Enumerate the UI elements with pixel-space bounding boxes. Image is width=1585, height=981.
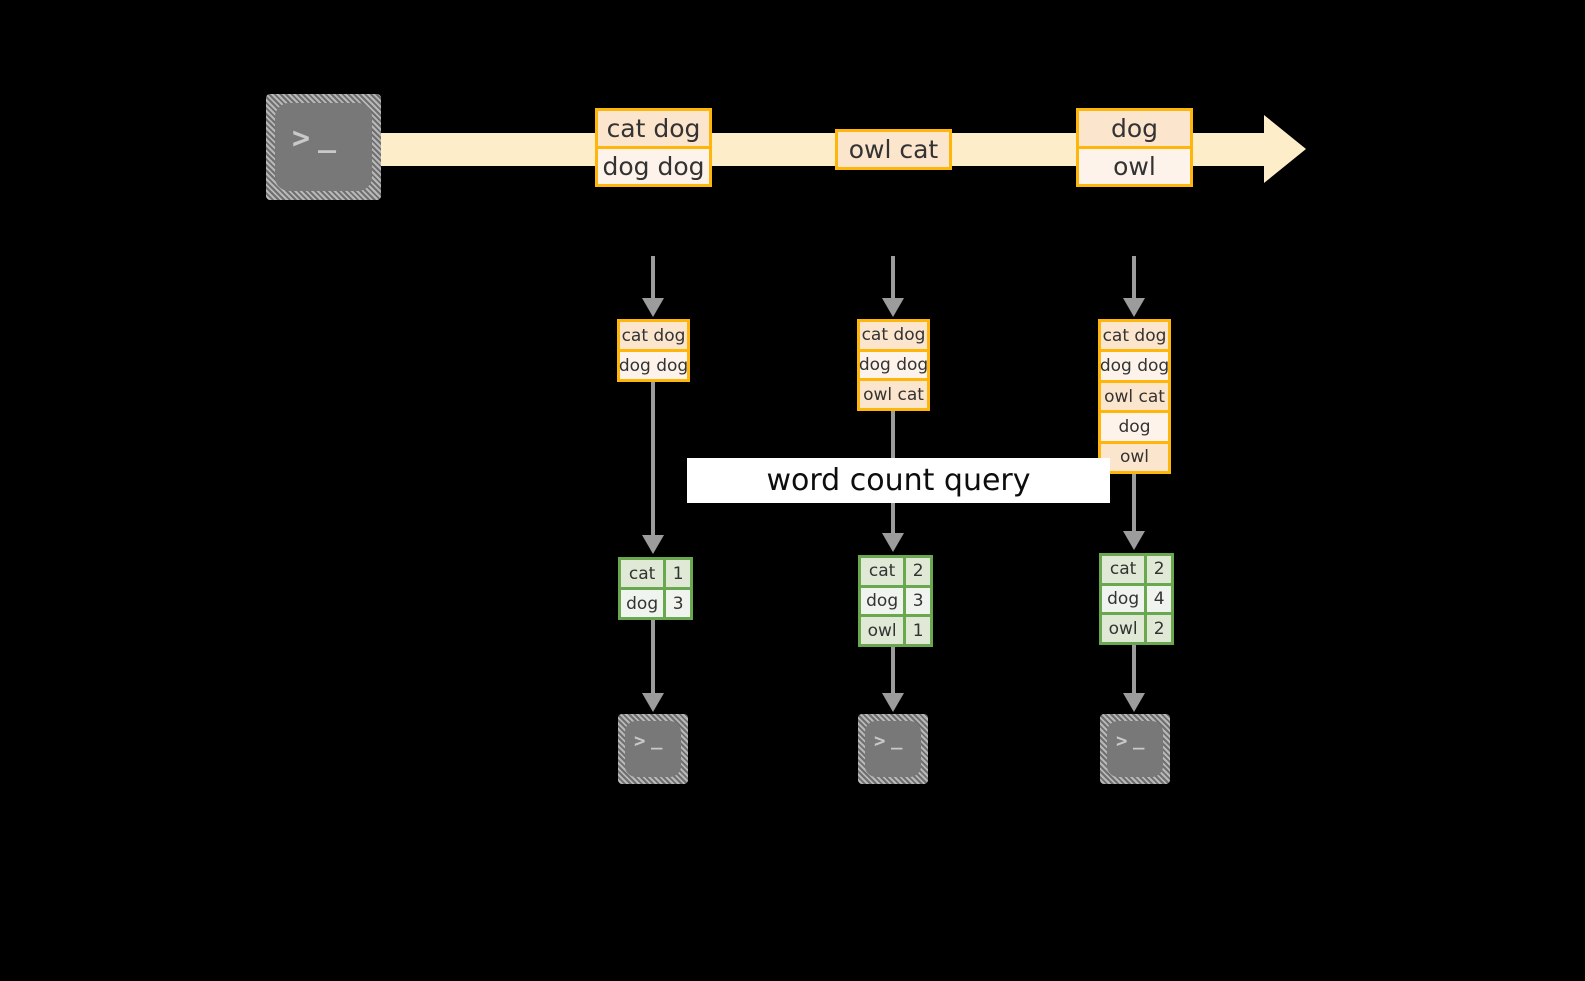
snapshot-to-result-arrowhead [642,535,664,554]
stream-to-snapshot-arrowhead [882,298,904,317]
stream-to-snapshot-arrowhead [642,298,664,317]
result-to-sink-arrowhead [642,693,664,712]
terminal-cursor-glyph: _ [318,119,337,154]
terminal-cursor-glyph: _ [651,728,663,750]
result-row: owl 1 [861,614,930,645]
result-to-sink-connector [891,647,895,695]
snapshot-to-result-arrowhead [1123,531,1145,550]
terminal-cursor-glyph: _ [891,728,903,750]
sink-terminal-icon[interactable]: > _ [858,714,928,784]
snapshot-box[interactable]: cat dog dog dog owl cat dog owl [1098,319,1171,474]
snapshot-line: cat dog [1101,322,1168,350]
query-label: word count query [687,458,1110,503]
result-count-cell: 4 [1144,585,1171,613]
snapshot-line: owl [1101,440,1168,472]
snapshot-to-result-connector [651,382,655,537]
stream-message-box[interactable]: owl cat [835,129,952,170]
result-count-cell: 2 [1144,615,1171,643]
snapshot-line: dog dog [859,348,928,379]
result-to-sink-connector [1132,645,1136,695]
result-count-cell: 1 [663,560,690,587]
result-count-cell: 3 [663,590,690,617]
terminal-prompt-glyph: > [292,121,311,156]
result-row: dog 3 [861,584,930,615]
snapshot-line: owl cat [1101,379,1168,411]
stream-message-line: owl [1079,146,1190,184]
result-row: cat 2 [1102,556,1171,583]
result-word-cell: dog [861,587,904,615]
terminal-screen [1107,721,1163,777]
result-word-cell: owl [1102,615,1145,643]
result-count-cell: 2 [903,558,930,585]
terminal-screen [275,103,372,191]
result-word-cell: dog [1102,585,1145,613]
snapshot-line: dog dog [619,349,688,379]
result-to-sink-arrowhead [1123,693,1145,712]
sink-terminal-icon[interactable]: > _ [1100,714,1170,784]
snapshot-to-result-connector [1132,474,1136,535]
stream-arrowhead [1264,115,1306,183]
result-count-cell: 3 [903,587,930,615]
snapshot-box[interactable]: cat dog dog dog [617,319,690,382]
terminal-screen [865,721,921,777]
snapshot-line: dog dog [1100,349,1169,380]
stream-to-snapshot-connector [651,256,655,301]
result-word-cell: cat [1102,556,1145,583]
result-word-cell: owl [861,617,904,645]
snapshot-line: owl cat [860,378,927,409]
terminal-cursor-glyph: _ [1133,728,1145,750]
result-to-sink-connector [651,620,655,695]
result-row: owl 2 [1102,612,1171,643]
result-table[interactable]: cat 2 dog 4 owl 2 [1099,553,1174,645]
terminal-screen [625,721,681,777]
stream-message-line: dog dog [598,146,709,184]
source-terminal-icon[interactable]: > _ [266,94,381,200]
result-row: dog 4 [1102,582,1171,613]
result-count-cell: 2 [1144,556,1171,583]
stream-message-line: owl cat [838,132,949,167]
stream-message-box[interactable]: cat dog dog dog [595,108,712,187]
terminal-prompt-glyph: > [874,730,886,752]
result-count-cell: 1 [903,617,930,645]
result-row: dog 3 [621,587,690,617]
stream-message-line: dog [1079,111,1190,146]
result-word-cell: cat [861,558,904,585]
terminal-prompt-glyph: > [1116,730,1128,752]
stream-to-snapshot-connector [891,256,895,301]
result-word-cell: cat [621,560,664,587]
snapshot-box[interactable]: cat dog dog dog owl cat [857,319,930,411]
stream-to-snapshot-connector [1132,256,1136,301]
snapshot-line: cat dog [860,322,927,349]
result-row: cat 1 [621,560,690,587]
result-to-sink-arrowhead [882,693,904,712]
stream-to-snapshot-arrowhead [1123,298,1145,317]
result-table[interactable]: cat 2 dog 3 owl 1 [858,555,933,647]
result-table[interactable]: cat 1 dog 3 [618,557,693,620]
sink-terminal-icon[interactable]: > _ [618,714,688,784]
terminal-prompt-glyph: > [634,730,646,752]
result-row: cat 2 [861,558,930,585]
stream-message-line: cat dog [598,111,709,146]
snapshot-to-result-arrowhead [882,533,904,552]
snapshot-line: dog [1101,410,1168,441]
result-word-cell: dog [621,590,664,617]
snapshot-line: cat dog [620,322,687,349]
stream-message-box[interactable]: dog owl [1076,108,1193,187]
